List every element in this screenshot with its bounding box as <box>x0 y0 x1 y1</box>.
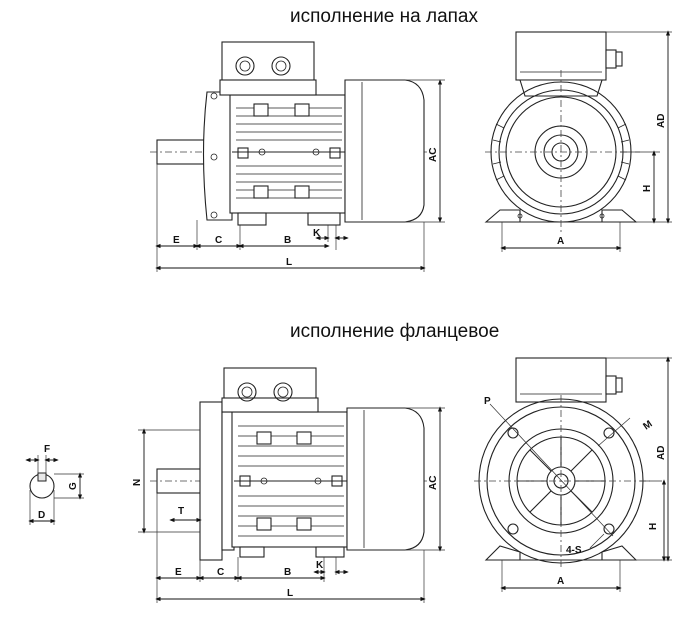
foot-fan-cover <box>344 79 425 223</box>
shaft-key-detail: F G D <box>25 444 84 525</box>
dim-L-foot: L <box>286 257 292 268</box>
dim-P-flange: P <box>484 396 491 407</box>
dim-H-foot: H <box>642 185 653 192</box>
dim-S-flange: 4-S <box>566 545 582 556</box>
dim-E-foot: E <box>173 235 180 246</box>
dim-AC-flange: AC <box>428 476 439 490</box>
foot-motor-body <box>229 94 346 214</box>
dim-C-foot: C <box>215 235 222 246</box>
dim-D: D <box>38 510 45 521</box>
dim-T-flange: T <box>178 506 184 517</box>
dim-F: F <box>44 444 50 455</box>
dim-K-flange: K <box>316 560 324 571</box>
dim-H-flange: H <box>648 523 659 530</box>
dim-K-foot: K <box>313 228 321 239</box>
flange-plate <box>199 401 223 561</box>
flange-side-view: N T E C B K L AC <box>132 367 445 603</box>
dim-A-flange: A <box>557 576 564 587</box>
foot-side-view: E C B K L AC <box>150 41 445 272</box>
dim-G: G <box>68 482 79 490</box>
dim-N-flange: N <box>132 479 143 486</box>
flange-end-view: P M 4-S A AD H <box>474 356 672 592</box>
foot-end-view: A AD H <box>484 30 672 252</box>
dim-AD-flange: AD <box>656 446 667 460</box>
dim-M-flange: M <box>641 419 654 433</box>
title-foot-mounted: исполнение на лапах <box>290 6 478 27</box>
dim-B-foot: B <box>284 235 291 246</box>
dim-B-flange: B <box>284 567 291 578</box>
dim-L-flange: L <box>287 588 293 599</box>
foot-end-shield <box>202 91 233 221</box>
dim-AC-foot: AC <box>428 148 439 162</box>
dim-E-flange: E <box>175 567 182 578</box>
flange-motor-body <box>231 411 348 548</box>
foot-terminal-box <box>221 41 315 83</box>
dim-C-flange: C <box>217 567 224 578</box>
title-flange-mounted: исполнение фланцевое <box>290 321 500 342</box>
dim-A-foot: A <box>557 236 564 247</box>
flange-end-terminal-box <box>515 357 607 403</box>
flange-fan-cover <box>346 407 425 551</box>
dim-AD-foot: AD <box>656 114 667 128</box>
